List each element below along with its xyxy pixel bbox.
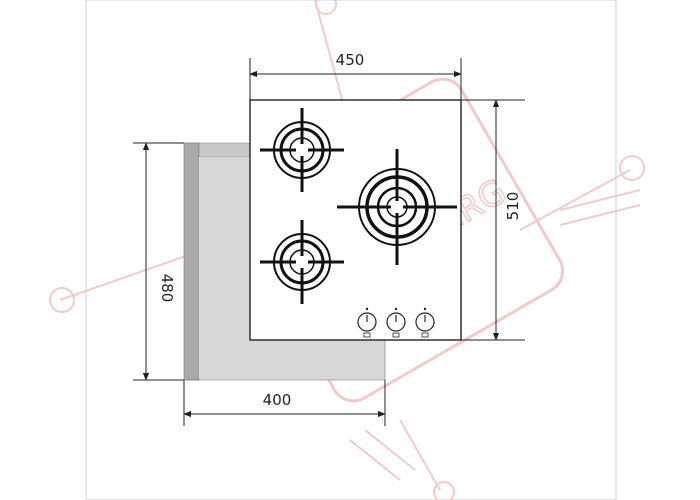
control-knob-1 [357,307,377,338]
drawing-frame [85,0,617,500]
control-knob-3 [415,307,435,338]
dimension-cutout-depth-label: 480 [158,274,176,303]
dimension-hob-width-label: 450 [336,51,365,69]
dimension-cutout-depth: 480 [133,142,184,381]
dimension-hob-width: 450 [249,51,462,100]
dimension-hob-depth-label: 510 [504,192,522,221]
dimension-cutout-width: 400 [183,380,386,426]
burner-right-large [337,149,457,265]
dimension-hob-depth: 510 [461,99,525,341]
hob-panel [249,99,462,341]
dimension-cutout-width-label: 400 [263,391,292,409]
cutout-niche [183,142,386,381]
burner-front-left [260,220,344,304]
control-knob-2 [386,307,406,338]
burner-rear-left [260,108,344,192]
